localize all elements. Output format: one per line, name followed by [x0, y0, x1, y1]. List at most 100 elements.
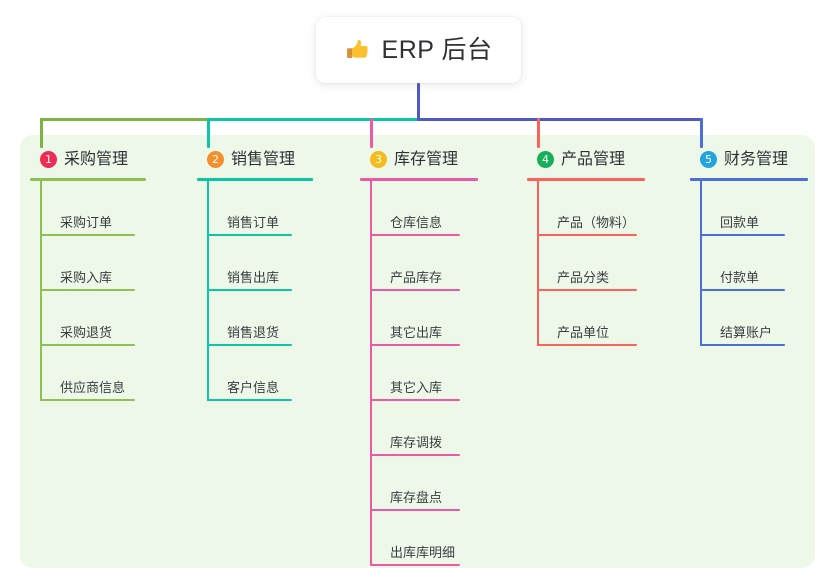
branch-item[interactable]: 库存调拨: [370, 401, 460, 456]
branch-item-rule: [370, 454, 460, 456]
branch-item-label: 供应商信息: [60, 380, 126, 395]
branch-item-rule: [370, 509, 460, 511]
branch-spine-3: [370, 181, 372, 566]
branch-item[interactable]: 回款单: [700, 181, 785, 236]
branch-item-label: 其它入库: [390, 380, 443, 395]
branch-item[interactable]: 产品分类: [537, 236, 637, 291]
branch-title-3: 库存管理: [394, 150, 459, 168]
branch-item[interactable]: 供应商信息: [40, 346, 135, 401]
connector-drop-2: [207, 118, 210, 148]
branch-item-label: 客户信息: [227, 380, 280, 395]
branch-item[interactable]: 采购订单: [40, 181, 135, 236]
branch-item-label: 付款单: [720, 270, 760, 285]
branch-item-label: 产品分类: [557, 270, 610, 285]
branch-item-label: 产品库存: [390, 270, 443, 285]
branch-header-2[interactable]: 2 销售管理: [197, 148, 313, 171]
connector-drop-1: [40, 118, 43, 148]
connector-stem: [417, 83, 420, 121]
branch-header-5[interactable]: 5 财务管理: [690, 148, 808, 171]
branch-spine-5: [700, 181, 702, 346]
branch-item-rule: [370, 289, 460, 291]
branch-header-rule-2: [197, 178, 313, 181]
branch-header-rule-5: [690, 178, 808, 181]
branch-item-label: 采购入库: [60, 270, 113, 285]
branch-item-rule: [537, 344, 637, 346]
branch-item[interactable]: 客户信息: [207, 346, 292, 401]
branch-item[interactable]: 付款单: [700, 236, 785, 291]
branch-item[interactable]: 库存盘点: [370, 456, 460, 511]
branch-item-rule: [207, 344, 292, 346]
branch-item-rule: [700, 234, 785, 236]
connector-drop-4: [537, 118, 540, 148]
branch-title-1: 采购管理: [64, 150, 129, 168]
branch-item[interactable]: 其它出库: [370, 291, 460, 346]
branch-item[interactable]: 仓库信息: [370, 181, 460, 236]
branch-badge-2: 2: [207, 151, 224, 168]
branch-item[interactable]: 产品（物料）: [537, 181, 637, 236]
branch-item[interactable]: 结算账户: [700, 291, 785, 346]
root-node-title: ERP 后台: [381, 35, 493, 64]
branch-header-1[interactable]: 1 采购管理: [30, 148, 146, 171]
branch-title-2: 销售管理: [231, 150, 296, 168]
branch-item-rule: [40, 399, 135, 401]
branch-item[interactable]: 销售出库: [207, 236, 292, 291]
branch-item-rule: [207, 289, 292, 291]
branch-item[interactable]: 采购退货: [40, 291, 135, 346]
branch-header-rule-3: [360, 178, 478, 181]
branch-item[interactable]: 其它入库: [370, 346, 460, 401]
branch-item[interactable]: 产品库存: [370, 236, 460, 291]
branch-item-rule: [370, 564, 460, 566]
branch-spine-2: [207, 181, 209, 401]
branch-item[interactable]: 采购入库: [40, 236, 135, 291]
connector-bar-mid: [207, 118, 418, 121]
branch-header-4[interactable]: 4 产品管理: [527, 148, 645, 171]
branch-badge-4: 4: [537, 151, 554, 168]
branch-item-rule: [370, 234, 460, 236]
branch-item-label: 产品（物料）: [557, 215, 636, 230]
branch-item-rule: [537, 289, 637, 291]
branch-item-rule: [700, 344, 785, 346]
branch-column-1: 1 采购管理采购订单采购入库采购退货供应商信息: [30, 148, 146, 401]
branch-item-rule: [537, 234, 637, 236]
branch-item-label: 结算账户: [720, 325, 773, 340]
branch-item-label: 销售订单: [227, 215, 280, 230]
diagram-panel: [20, 135, 815, 568]
branch-header-rule-4: [527, 178, 645, 181]
branch-column-4: 4 产品管理产品（物料） 产品分类产品单位: [527, 148, 645, 346]
thumbs-up-icon: [346, 40, 368, 59]
branch-item-rule: [700, 289, 785, 291]
branch-item-label: 销售出库: [227, 270, 280, 285]
branch-item-label: 仓库信息: [390, 215, 443, 230]
branch-item-rule: [40, 344, 135, 346]
branch-item-label: 产品单位: [557, 325, 610, 340]
branch-item[interactable]: 销售退货: [207, 291, 292, 346]
branch-item-rule: [370, 344, 460, 346]
connector-bar-left: [40, 118, 208, 121]
branch-badge-1: 1: [40, 151, 57, 168]
branch-item-label: 采购订单: [60, 215, 113, 230]
branch-title-4: 产品管理: [561, 150, 626, 168]
branch-item-rule: [207, 399, 292, 401]
branch-item-label: 采购退货: [60, 325, 113, 340]
root-node-content: ERP 后台: [345, 37, 493, 63]
branch-item[interactable]: 出库库明细: [370, 511, 460, 566]
connector-drop-3: [370, 118, 373, 148]
branch-title-5: 财务管理: [724, 150, 789, 168]
branch-item[interactable]: 销售订单: [207, 181, 292, 236]
branch-spine-1: [40, 181, 42, 401]
branch-column-2: 2 销售管理销售订单销售出库销售退货客户信息: [197, 148, 313, 401]
branch-item-rule: [207, 234, 292, 236]
branch-item-label: 其它出库: [390, 325, 443, 340]
branch-item-label: 回款单: [720, 215, 760, 230]
connector-drop-5: [700, 118, 703, 148]
branch-item-label: 库存调拨: [390, 435, 443, 450]
branch-item-rule: [370, 399, 460, 401]
branch-badge-5: 5: [700, 151, 717, 168]
branch-item-label: 出库库明细: [390, 545, 456, 560]
connector-bar-right: [417, 118, 703, 121]
branch-item[interactable]: 产品单位: [537, 291, 637, 346]
root-node[interactable]: ERP 后台: [316, 17, 521, 83]
